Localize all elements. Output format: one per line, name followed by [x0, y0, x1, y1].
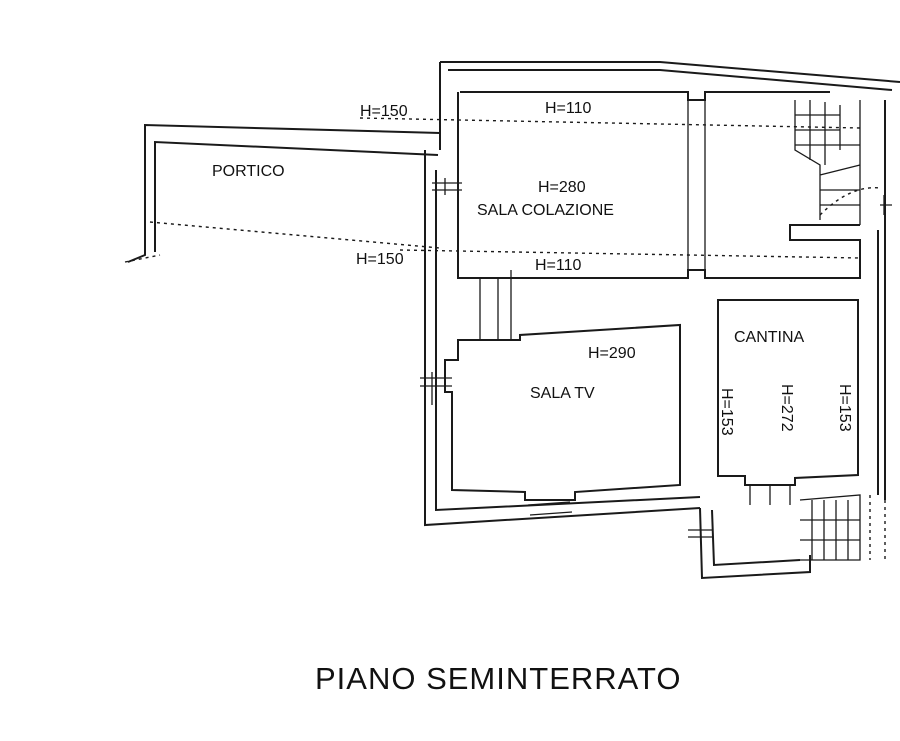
room-label-sala-tv: SALA TV: [530, 385, 595, 402]
cantina: [717, 299, 859, 505]
height-colazione-top: H=110: [545, 100, 592, 117]
sala-tv: [420, 323, 681, 516]
height-cantina-right: H=153: [836, 384, 853, 432]
height-portico-top: H=150: [360, 103, 408, 120]
staircase-top: [794, 100, 892, 225]
height-sala-tv: H=290: [588, 345, 636, 362]
plan-title: PIANO SEMINTERRATO: [315, 661, 682, 696]
height-colazione-bottom: H=110: [535, 257, 582, 274]
sala-colazione: [359, 91, 861, 279]
room-label-portico: PORTICO: [212, 163, 285, 180]
corridor-passage: [479, 270, 512, 340]
height-cantina-left: H=153: [718, 388, 735, 436]
portico: [124, 123, 441, 263]
outer-walls: [424, 61, 900, 580]
room-label-cantina: CANTINA: [734, 329, 805, 346]
room-label-sala-colazione: SALA COLAZIONE: [477, 202, 614, 219]
height-colazione-center: H=280: [538, 179, 586, 196]
staircase-bottom: [688, 494, 886, 561]
height-portico-bottom: H=150: [356, 251, 404, 268]
height-cantina-center: H=272: [778, 384, 795, 432]
